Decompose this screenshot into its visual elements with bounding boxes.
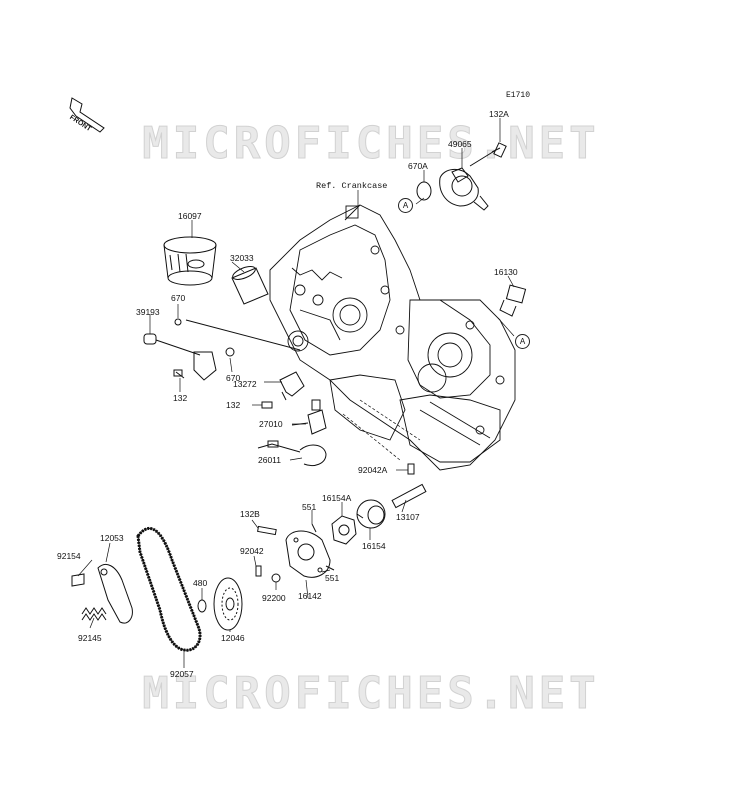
part-label-49065[interactable]: 49065 <box>448 139 472 149</box>
circle-marker-a-right: A <box>515 334 530 349</box>
part-label-39193[interactable]: 39193 <box>136 307 160 317</box>
part-label-32033[interactable]: 32033 <box>230 253 254 263</box>
part-label-13272[interactable]: 13272 <box>233 379 257 389</box>
chain-92057-drawing <box>136 526 202 652</box>
part-label-16142[interactable]: 16142 <box>298 591 322 601</box>
oil-pump-body-drawing <box>285 523 335 578</box>
leader-lines <box>77 118 515 668</box>
figure-code: E1710 <box>506 91 531 100</box>
part-label-132b[interactable]: 132B <box>240 509 260 519</box>
part-label-27010[interactable]: 27010 <box>259 419 283 429</box>
reference-crankcase-label: Ref. Crankcase <box>316 181 388 191</box>
pin-92042-drawing <box>255 565 262 577</box>
sensor-27010-drawing <box>291 399 327 435</box>
washer-92200-drawing <box>271 573 281 583</box>
oil-strainer-drawing <box>143 318 301 381</box>
part-label-480[interactable]: 480 <box>193 578 208 588</box>
ring-480-drawing <box>197 599 207 613</box>
circle-marker-a-top: A <box>398 198 413 213</box>
part-label-132a[interactable]: 132A <box>489 109 509 119</box>
part-label-16154a[interactable]: 16154A <box>322 493 352 503</box>
part-label-16097[interactable]: 16097 <box>178 211 202 221</box>
bracket-13272-drawing <box>279 371 305 401</box>
part-label-92200[interactable]: 92200 <box>262 593 286 603</box>
part-label-132-mid[interactable]: 132 <box>226 400 241 410</box>
chain-guide-12053-drawing <box>97 564 133 624</box>
part-label-551-upper[interactable]: 551 <box>302 502 317 512</box>
part-label-92042a[interactable]: 92042A <box>358 465 388 475</box>
oil-pressure-switch-drawing <box>439 142 507 211</box>
part-label-670a[interactable]: 670A <box>408 161 428 171</box>
bolt-132b-drawing <box>257 525 277 536</box>
part-label-132-left[interactable]: 132 <box>173 393 188 403</box>
part-label-92042[interactable]: 92042 <box>240 546 264 556</box>
spring-92145-drawing <box>81 607 107 621</box>
rotor-16154-drawing <box>356 499 386 529</box>
part-label-92154[interactable]: 92154 <box>57 551 81 561</box>
pipe-32033-drawing <box>231 266 269 305</box>
watermark-top: MICROFICHES.NET <box>142 118 600 170</box>
part-label-13107[interactable]: 13107 <box>396 512 420 522</box>
part-label-16154[interactable]: 16154 <box>362 541 386 551</box>
part-label-92145[interactable]: 92145 <box>78 633 102 643</box>
shaft-13107-drawing <box>391 463 427 509</box>
sprocket-12046-drawing <box>213 577 243 631</box>
rotor-16154a-drawing <box>331 515 357 545</box>
part-label-670-lower[interactable]: 670 <box>226 373 241 383</box>
watermark-bottom: MICROFICHES.NET <box>142 668 600 720</box>
part-label-92057[interactable]: 92057 <box>170 669 194 679</box>
plug-16130-drawing <box>499 284 527 317</box>
crankcase-drawing <box>269 204 516 471</box>
oil-filter-drawing <box>163 236 217 286</box>
part-label-16130[interactable]: 16130 <box>494 267 518 277</box>
part-label-670-upper[interactable]: 670 <box>171 293 186 303</box>
harness-26011-drawing <box>257 440 327 467</box>
part-label-12053[interactable]: 12053 <box>100 533 124 543</box>
o-ring-670a <box>416 181 432 201</box>
part-label-26011[interactable]: 26011 <box>258 455 282 465</box>
bolt-92154-drawing <box>71 573 85 587</box>
front-arrow-icon <box>69 97 105 133</box>
part-label-551-lower[interactable]: 551 <box>325 573 340 583</box>
part-label-12046[interactable]: 12046 <box>221 633 245 643</box>
bolt-132-drawing <box>261 401 273 409</box>
